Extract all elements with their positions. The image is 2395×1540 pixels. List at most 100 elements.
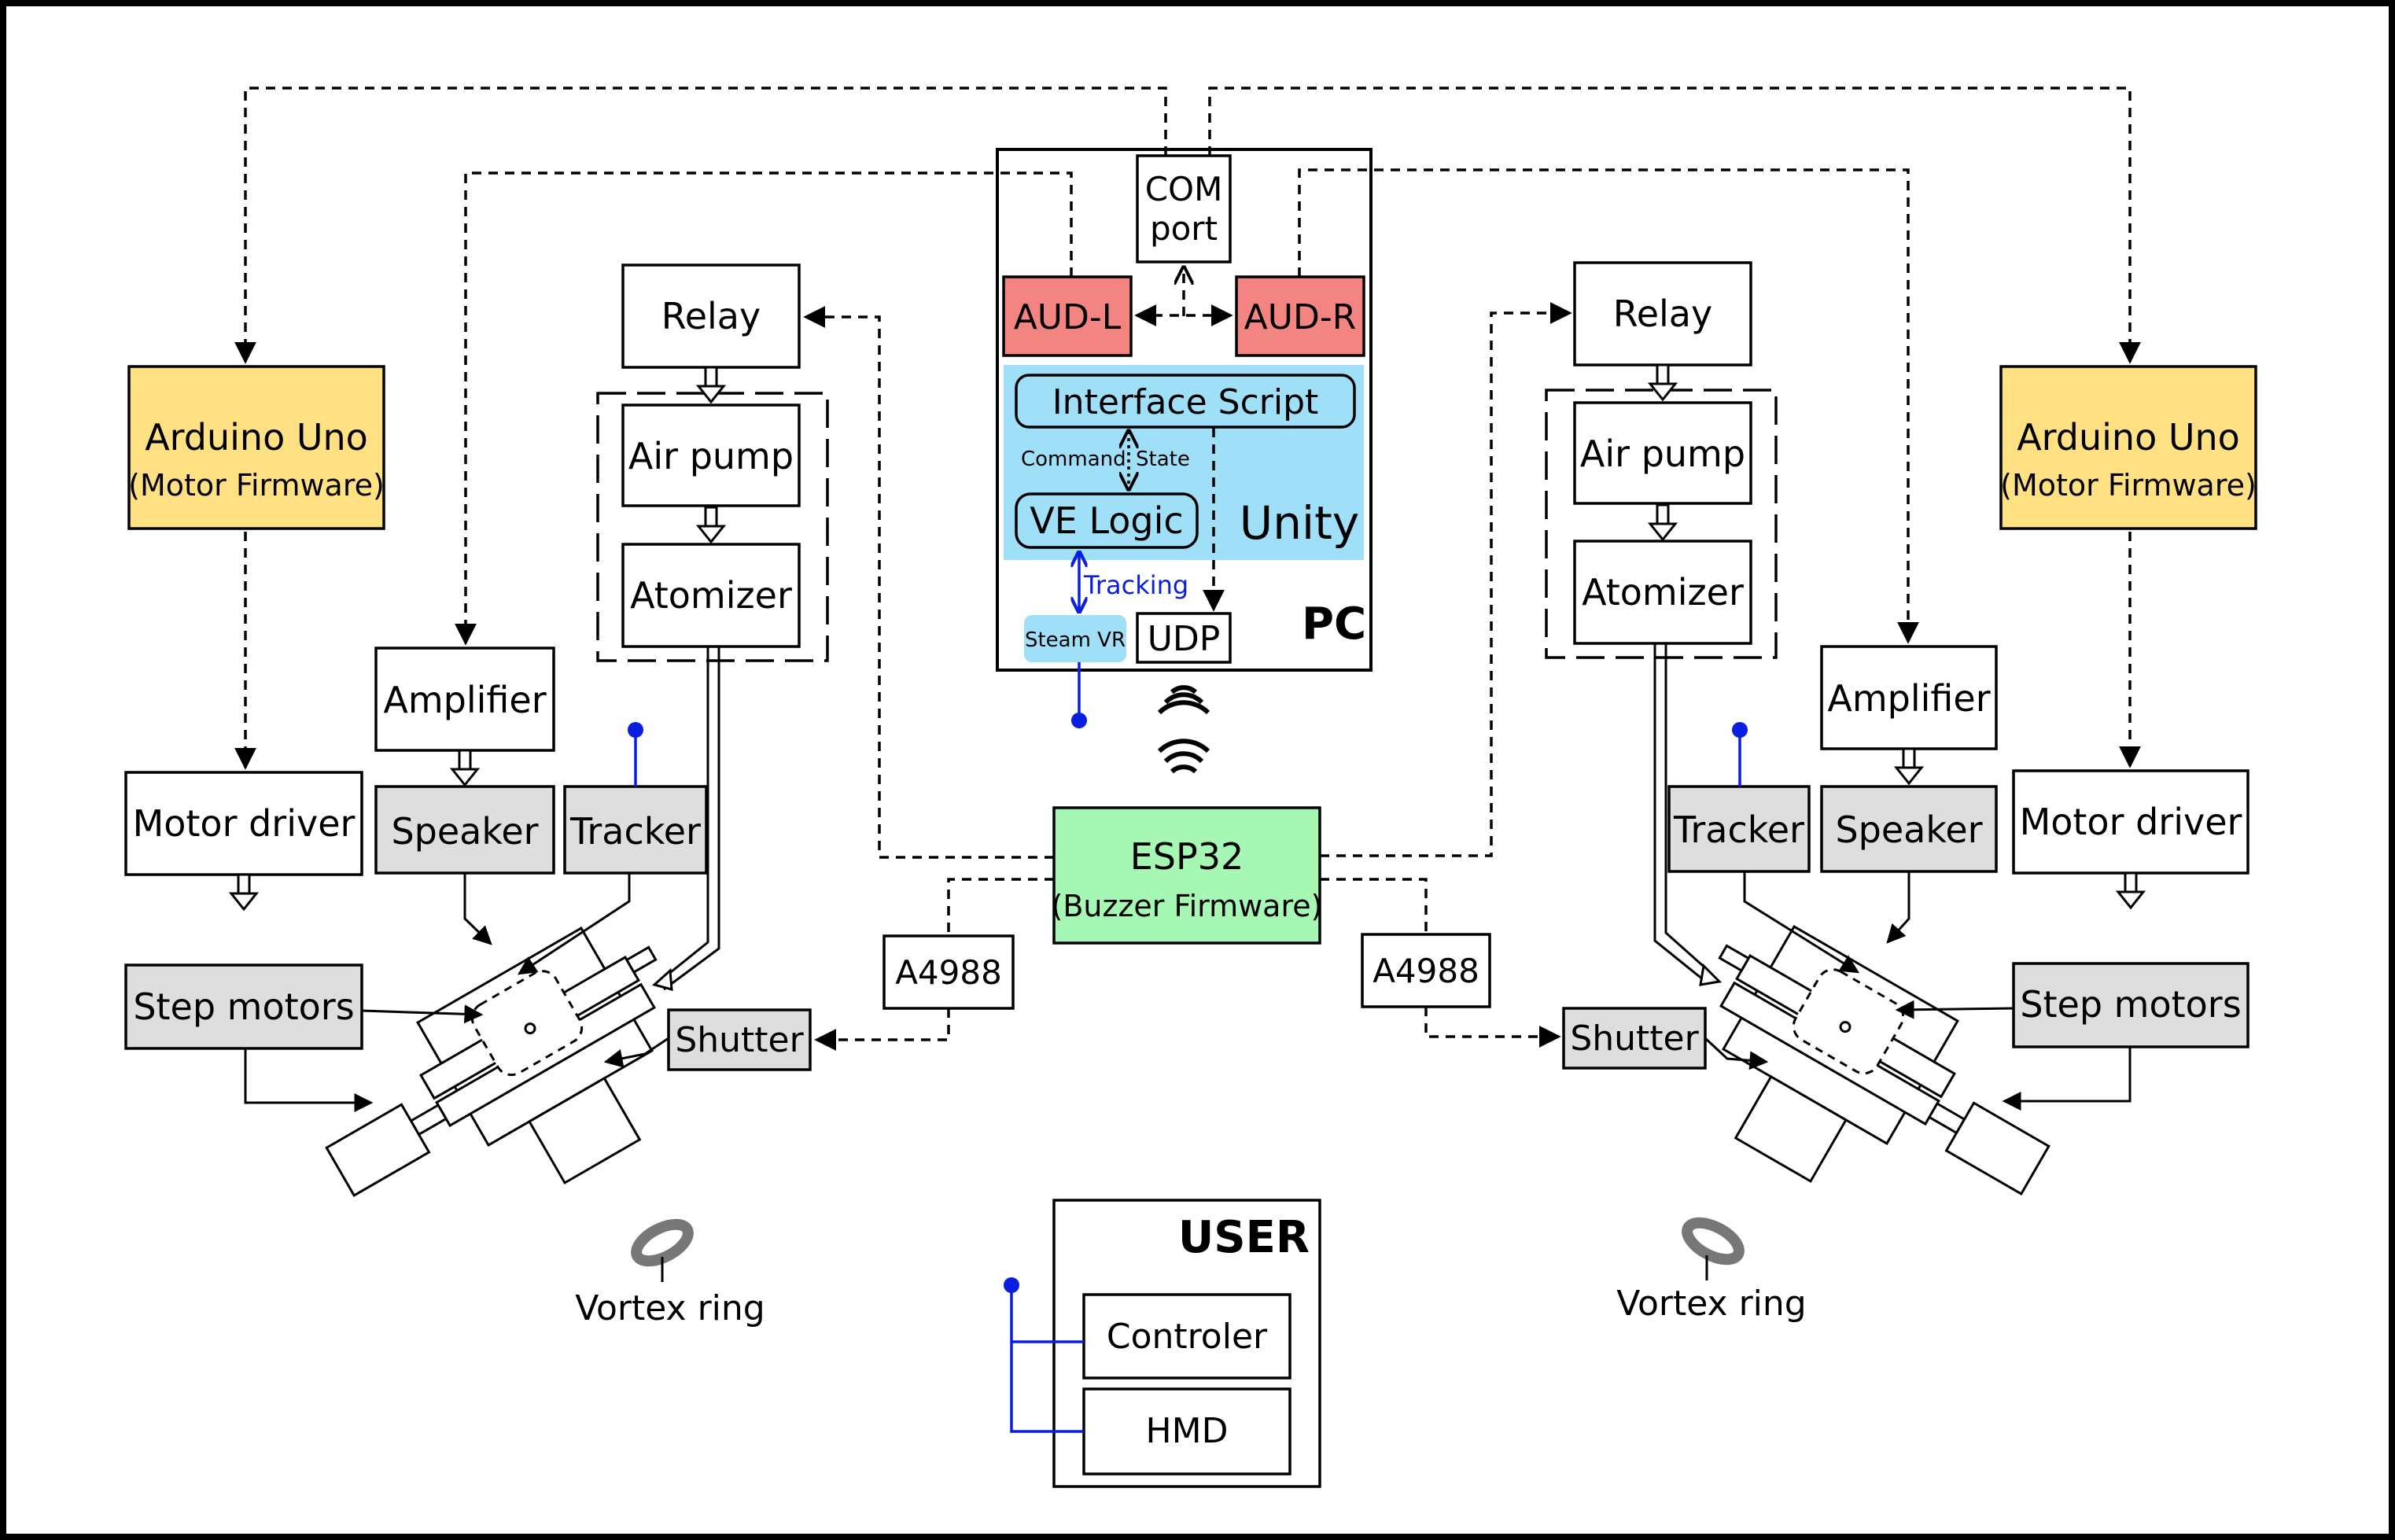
ve-logic-label: VE Logic [1030,499,1183,542]
interface-script-box [1015,374,1356,429]
right-shutter-label: Shutter [1570,1019,1699,1059]
aud-left-label: AUD-L [1014,297,1122,337]
left-step-motors-box [124,963,363,1050]
user-label: USER [1178,1212,1310,1263]
tracking-label: Tracking [1083,570,1188,600]
pc-label: PC [1302,599,1366,650]
left-tracker-antenna-dot [628,722,643,738]
aud-left-box [1002,275,1133,357]
left-tube-arrowhead [651,967,673,992]
left-pump-to-atomizer-arrow [697,506,725,543]
left-relay-box [621,263,801,369]
right-a4988-label: A4988 [1373,952,1479,990]
right-relay-to-pump-arrow [1649,363,1677,401]
right-pump-to-atomizer-arrow [1649,503,1677,541]
right-vortex-device [1718,925,2050,1196]
wifi-icon [1157,685,1210,774]
right-motor-driver-box [2012,769,2249,875]
udp-box [1136,612,1232,664]
right-air-pump-box [1573,401,1752,505]
right-amplifier-box [1820,645,1998,750]
left-motor-driver-label: Motor driver [133,802,356,845]
right-tracker-label: Tracker [1673,809,1804,851]
command-label: Command [1021,448,1126,471]
right-tracker-antenna-dot [1732,722,1748,738]
left-atomizer-label: Atomizer [630,574,792,617]
right-vortex-ring-icon [1682,1217,1745,1280]
right-arduino-subtitle: (Motor Firmware) [2000,468,2257,503]
udp-label: UDP [1148,619,1221,659]
left-step-motors-label: Step motors [133,986,354,1028]
left-amplifier-label: Amplifier [383,679,546,721]
left-speaker-box [374,785,555,875]
right-speaker-box [1820,785,1998,873]
left-a4988-box [882,934,1015,1010]
right-step-motors-label: Step motors [2020,983,2241,1026]
left-arduino: Arduino Uno (Motor Firmware) [127,365,385,530]
left-shutter-box [667,1008,812,1071]
right-pump-group [1545,389,1778,659]
right-arduino: Arduino Uno (Motor Firmware) [1999,365,2257,530]
left-arduino-title: Arduino Uno [145,416,368,459]
left-vortex-ring-label: Vortex ring [575,1288,765,1328]
com-port-line-2: port [1150,209,1218,248]
right-atomizer-box [1573,540,1752,645]
left-a4988-label: A4988 [895,953,1002,992]
left-arduino-subtitle: (Motor Firmware) [128,468,385,503]
com-port-line-1: COM [1145,170,1223,208]
interface-script-label: Interface Script [1052,382,1319,422]
unity-label: Unity [1240,496,1359,550]
esp32-subtitle: (Buzzer Firmware) [1052,889,1323,923]
right-atomizer-tube [1653,643,1709,982]
connections [234,87,2141,1051]
left-relay-to-pump-arrow [697,366,725,403]
left-shutter-label: Shutter [675,1020,804,1060]
right-motor-driver-label: Motor driver [2020,801,2242,843]
esp32-title: ESP32 [1130,835,1244,878]
user-antenna-dot [1004,1277,1019,1293]
left-amplifier-box [374,647,555,752]
left-air-pump-box [621,403,801,507]
left-motor-driver-box [124,771,363,876]
hmd-label: HMD [1146,1411,1229,1451]
right-amp-to-speaker-arrow [1895,747,1923,785]
left-pump-group [596,392,829,662]
steam-vr-box [1024,615,1126,662]
left-vortex-ring-icon [631,1218,694,1282]
right-speaker-label: Speaker [1835,809,1982,851]
right-driver-to-motors-arrow [2117,871,2145,909]
state-label: State [1136,448,1190,471]
right-atomizer-label: Atomizer [1582,571,1744,613]
right-step-motors-box [2012,962,2249,1048]
controller-label: Controler [1107,1317,1268,1357]
ve-logic-box [1015,492,1199,549]
left-atomizer-tube [658,647,720,991]
right-vortex-ring-label: Vortex ring [1616,1284,1806,1324]
right-tracker-box [1667,785,1811,873]
controller-box [1082,1293,1291,1380]
left-amp-to-speaker-arrow [451,749,479,787]
left-air-pump-label: Air pump [628,435,794,477]
right-arduino-title: Arduino Uno [2017,416,2240,459]
aud-right-label: AUD-R [1244,297,1357,337]
com-port-box [1136,154,1232,263]
right-tube-arrowhead [1699,963,1723,986]
left-tracker-label: Tracker [569,810,701,853]
steam-vr-label: Steam VR [1025,628,1126,652]
left-vortex-device [325,927,658,1198]
right-relay-box [1573,261,1752,367]
left-atomizer-box [621,543,801,648]
user-tracking-lines [1010,1285,1084,1433]
hmd-box [1082,1387,1291,1476]
right-amplifier-label: Amplifier [1827,677,1990,720]
device-connectors [244,871,2132,1112]
left-tracker-box [563,785,708,875]
steam-vr-antenna-dot [1071,713,1087,728]
esp32-box [1052,806,1321,945]
left-driver-to-motors-arrow [230,873,258,911]
left-relay-label: Relay [661,295,761,337]
